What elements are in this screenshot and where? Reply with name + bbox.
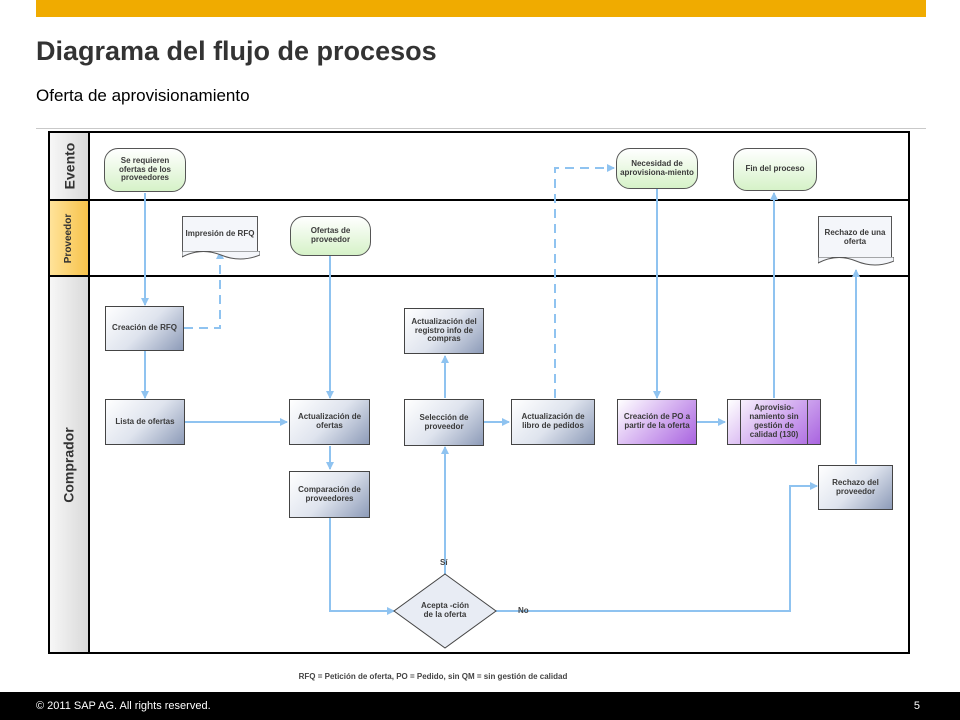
decision-acepta-oferta: Acepta -ción de la oferta [415,586,475,636]
connector-compare-to-accept [329,518,395,615]
task-creacion-rfq: Creación de RFQ [105,306,184,351]
diagram-frame [48,131,910,654]
header-separator [36,128,926,129]
page-title: Diagrama del flujo de procesos [36,36,437,66]
label-si: Sí [440,558,448,567]
event-se-requieren: Se requieren ofertas de los proveedores [104,148,186,192]
subprocess-left-bar [740,400,741,444]
doc-rechazo-oferta: Rechazo de una oferta [818,216,894,266]
lane-label-evento: Evento [50,133,88,199]
task-comparacion: Comparación de proveedores [289,471,370,518]
footer-copyright: © 2011 SAP AG. All rights reserved. [36,700,211,712]
footer-page-number: 5 [913,700,920,712]
task-rechazo-proveedor-label: Rechazo del proveedor [832,477,879,496]
doc-wave-rechazo [818,257,894,266]
event-necesidad: Necesidad de aprovisiona-miento [616,148,698,189]
connector-rfq-to-print [184,251,224,329]
lane-label-divider [88,133,90,652]
event-ofertas-proveedor-label: Ofertas de proveedor [310,226,351,244]
lane-label-comprador: Comprador [50,277,88,652]
decision-acepta-oferta-label: Acepta -ción de la oferta [420,601,469,619]
task-actualizacion-ofertas-label: Actualización de ofertas [297,412,362,430]
event-ofertas-proveedor: Ofertas de proveedor [290,216,371,256]
task-actualizacion-registro-label: Actualización del registro info de compr… [411,316,477,344]
subprocess-aprovisionamiento-label: Aprovisio-namiento sin gestión de calida… [749,403,799,439]
doc-impresion-rfq: Impresión de RFQ [182,216,260,260]
event-fin: Fin del proceso [733,148,817,191]
decision-diamond-shape [393,573,497,649]
task-actualizacion-registro: Actualización del registro info de compr… [404,308,484,354]
lane-divider-evento [48,199,910,201]
task-actualizacion-libro: Actualización de libro de pedidos [511,399,595,445]
event-se-requieren-label: Se requieren ofertas de los proveedores [118,155,171,183]
task-creacion-rfq-label: Creación de RFQ [112,323,177,333]
legend-note: RFQ = Petición de oferta, PO = Pedido, s… [298,672,568,681]
task-seleccion-proveedor-label: Selección de proveedor [419,412,469,431]
task-actualizacion-libro-label: Actualización de libro de pedidos [521,412,585,430]
task-lista-ofertas-label: Lista de ofertas [115,416,175,426]
lane-divider-proveedor [48,275,910,277]
task-rechazo-proveedor: Rechazo del proveedor [818,465,893,510]
doc-wave-impresion [182,251,260,260]
task-creacion-po-label: Creación de PO a partir de la oferta [623,412,691,430]
task-creacion-po: Creación de PO a partir de la oferta [617,399,697,445]
doc-impresion-rfq-label: Impresión de RFQ [185,229,255,239]
subprocess-right-bar [807,400,808,444]
task-seleccion-proveedor: Selección de proveedor [404,399,484,446]
page-subtitle: Oferta de aprovisionamiento [36,86,250,105]
task-comparacion-label: Comparación de proveedores [298,484,361,503]
event-necesidad-label: Necesidad de aprovisiona-miento [620,158,694,177]
event-fin-label: Fin del proceso [745,164,805,174]
doc-rechazo-oferta-label: Rechazo de una oferta [824,227,886,246]
connector-accept-to-reject [496,482,818,612]
footer-bar: © 2011 SAP AG. All rights reserved. 5 [0,692,960,720]
top-accent-bar [36,0,926,17]
connector-book-to-need [554,164,615,398]
lane-label-proveedor: Proveedor [50,201,88,275]
subprocess-aprovisionamiento: Aprovisio-namiento sin gestión de calida… [727,399,821,445]
task-actualizacion-ofertas: Actualización de ofertas [289,399,370,445]
label-no: No [518,606,529,615]
task-lista-ofertas: Lista de ofertas [105,399,185,445]
